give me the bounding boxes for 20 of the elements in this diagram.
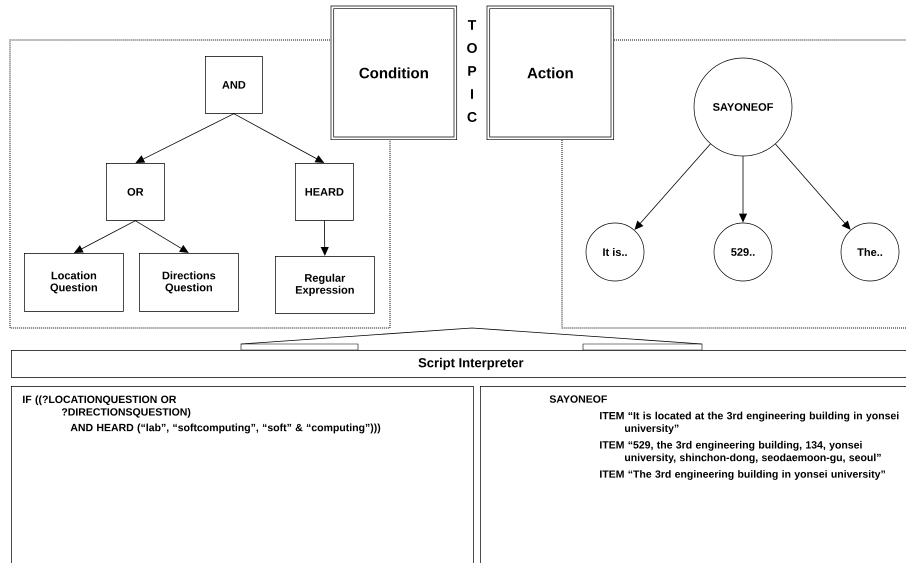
process-box: HEARD — [295, 163, 354, 221]
script-box: SAYONEOF ITEM “It is located at the 3rd engineering building in yonsei university” ITEM “529, the 3rd engineering building, 134, yonsei university, shinchon-dong, seodaemoon-gu, seoul” ITEM “The 3rd engineering building in yonsei university” — [480, 386, 906, 563]
circle-node: SAYONEOF — [694, 58, 792, 156]
circle-node: 529.. — [714, 222, 772, 282]
process-box: Directions Question — [139, 253, 239, 312]
topic-box: Action — [486, 6, 614, 140]
topic-letter: O — [467, 43, 477, 53]
process-box: AND — [205, 56, 263, 114]
script-box: IF ((?LOCATIONQUESTION OR ?DIRECTIONSQUESTION) AND HEARD (“lab”, “softcomputing”, “soft” & “computing”))) — [11, 386, 474, 563]
topic-letter: P — [468, 66, 476, 76]
topic-letter: T — [468, 20, 476, 30]
circle-node: The.. — [840, 222, 900, 282]
process-box: OR — [106, 163, 165, 221]
topic-letter: I — [471, 89, 474, 99]
topic-box: Condition — [330, 6, 458, 140]
process-box: Location Question — [24, 253, 124, 312]
interpreter-bar: Script Interpreter — [11, 350, 906, 378]
process-box: Regular Expression — [275, 256, 375, 314]
circle-node: It is.. — [586, 222, 644, 282]
topic-letter: C — [468, 112, 477, 122]
